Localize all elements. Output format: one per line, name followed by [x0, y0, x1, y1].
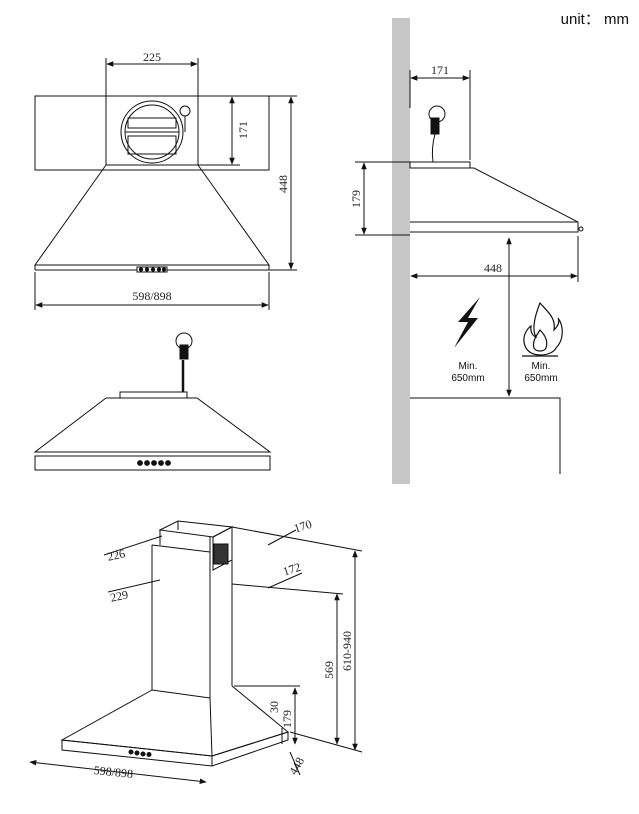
front-elevation [33, 332, 272, 471]
side-duct-block [409, 161, 471, 169]
iso-top-duct-width-label: 226 [106, 546, 127, 563]
wall [392, 18, 410, 484]
elevation-canopy [33, 397, 272, 453]
side-duct-depth-label: 171 [431, 63, 449, 77]
iso-vent-grille [213, 543, 229, 565]
elevation-control-buttons [137, 460, 171, 466]
iso-chimney-height-label: 569 [322, 661, 336, 679]
iso-lower-duct-width-label: 229 [109, 587, 130, 604]
iso-rim [61, 731, 289, 767]
iso-width-label: 598/898 [93, 763, 134, 781]
countertop-line [410, 397, 561, 474]
iso-control-buttons [128, 749, 152, 757]
iso-rim-height-label: 30 [267, 701, 281, 713]
elevation-duct-plate [119, 391, 188, 399]
gas-clearance-value: 650mm [524, 373, 557, 384]
outlet-flap-lower [127, 135, 177, 155]
iso-dim-448 [289, 751, 301, 776]
front-view [34, 58, 297, 310]
iso-dim-width [29, 759, 207, 785]
outlet-flap [127, 117, 177, 129]
outlet-circle [120, 100, 184, 164]
iso-dim-172 [267, 572, 303, 589]
front-duct-outline [105, 95, 199, 166]
flame-hazard-icon [522, 301, 563, 357]
side-hood-depth-label: 448 [484, 261, 502, 275]
side-hood-height-label: 179 [349, 190, 363, 208]
front-control-buttons [136, 266, 168, 273]
iso-dim-229 [107, 579, 161, 593]
electric-hazard-icon [454, 297, 480, 348]
elevation-rim [34, 455, 271, 471]
side-plug-icon [428, 105, 446, 163]
isometric-view [29, 520, 363, 785]
iso-total-height-label: 610-940 [340, 631, 354, 671]
iso-canopy-height-label: 179 [280, 710, 294, 728]
side-view [355, 18, 584, 484]
front-hood-height-label: 448 [276, 175, 290, 193]
front-duct-height-label: 171 [236, 121, 250, 139]
front-canopy [34, 164, 270, 266]
electric-clearance-value: 650mm [451, 373, 484, 384]
unit-label: unit： mm [560, 11, 629, 28]
front-hood-width-label: 598/898 [132, 289, 171, 303]
iso-top-duct [158, 520, 234, 538]
side-knob [578, 226, 584, 232]
iso-depth-label: 448 [286, 755, 307, 778]
iso-canopy [60, 685, 290, 757]
iso-dim-170 [267, 529, 297, 546]
gas-clearance-min: Min. [532, 361, 551, 372]
elevation-plug-icon [175, 332, 193, 360]
front-plug-icon [179, 105, 191, 117]
front-duct-width-label: 225 [143, 50, 161, 64]
iso-lower-duct-depth-label: 172 [281, 560, 302, 579]
electric-clearance-min: Min. [459, 361, 478, 372]
iso-top-duct-depth-label: 170 [292, 517, 313, 536]
iso-dim-226 [103, 535, 163, 556]
